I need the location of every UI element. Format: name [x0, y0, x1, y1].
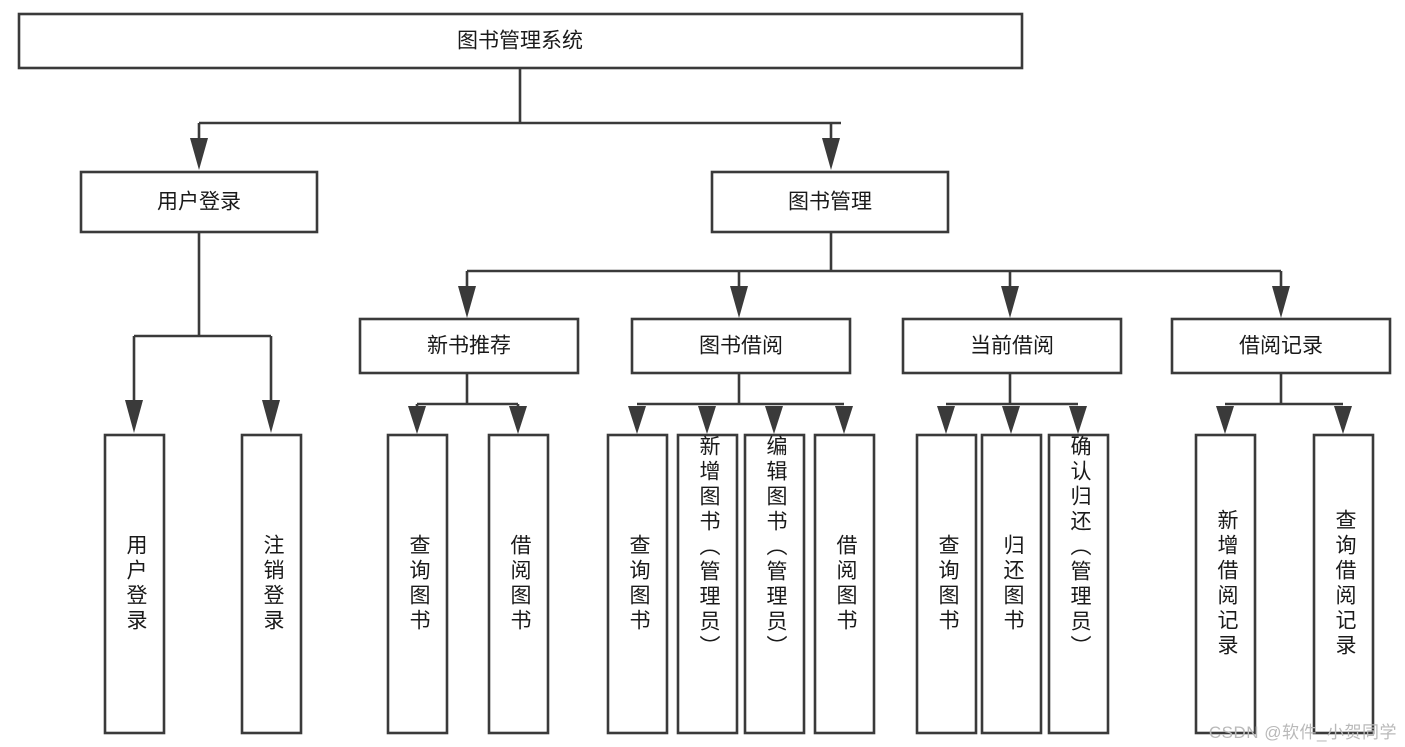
node-current-borrow-box[interactable] [901, 317, 1123, 375]
node-user-login[interactable]: 用户登录 [79, 170, 319, 234]
leaf-box-current-borrow-3[interactable] [1047, 433, 1110, 735]
leaf-box-borrow-record-2[interactable] [1312, 433, 1375, 735]
node-book-management-label: 图书管理 [788, 191, 872, 214]
arrow-newbook-leaf-1 [408, 406, 426, 434]
leaf-box-current-borrow-1[interactable] [915, 433, 978, 735]
arrow-record-leaf-1 [1216, 406, 1234, 434]
arrow-bookmgmt-child-2 [730, 286, 748, 318]
arrow-userlogin-leaf-2 [262, 400, 280, 433]
node-user-login-label: 用户登录 [157, 191, 241, 214]
arrow-userlogin-leaf-1 [125, 400, 143, 433]
node-current-borrow[interactable]: 当前借阅 [901, 317, 1123, 375]
leaf-box-user-login-1[interactable] [103, 433, 166, 735]
node-new-book-recommend[interactable]: 新书推荐 [358, 317, 580, 375]
node-book-borrow-label: 图书借阅 [699, 335, 783, 358]
arrow-newbook-leaf-2 [509, 406, 527, 434]
edge-layer [125, 68, 1352, 434]
leaf-box-borrow-record-1[interactable] [1194, 433, 1257, 735]
node-new-book-recommend-box[interactable] [358, 317, 580, 375]
leaf-box-book-borrow-2[interactable] [676, 433, 739, 735]
node-borrow-record-box[interactable] [1170, 317, 1392, 375]
node-root[interactable]: 图书管理系统 [17, 12, 1024, 70]
arrow-root-to-bookmgmt [822, 138, 840, 170]
node-book-borrow-box[interactable] [630, 317, 852, 375]
node-borrow-record-label: 借阅记录 [1239, 335, 1323, 358]
leaf-box-new-book-2[interactable] [487, 433, 550, 735]
arrow-current-leaf-3 [1069, 406, 1087, 434]
arrow-record-leaf-2 [1334, 406, 1352, 434]
arrow-borrow-leaf-3 [765, 406, 783, 434]
arrow-current-leaf-1 [937, 406, 955, 434]
node-user-login-box[interactable] [79, 170, 319, 234]
node-book-borrow[interactable]: 图书借阅 [630, 317, 852, 375]
node-book-management-box[interactable] [710, 170, 950, 234]
leaf-box-new-book-1[interactable] [386, 433, 449, 735]
node-book-management[interactable]: 图书管理 [710, 170, 950, 234]
node-new-book-recommend-label: 新书推荐 [427, 335, 511, 358]
node-root-box[interactable] [17, 12, 1024, 70]
leaf-box-current-borrow-2[interactable] [980, 433, 1043, 735]
arrow-borrow-leaf-1 [628, 406, 646, 434]
arrow-bookmgmt-child-3 [1001, 286, 1019, 318]
leaf-box-book-borrow-1[interactable] [606, 433, 669, 735]
node-root-label: 图书管理系统 [457, 30, 583, 53]
csdn-watermark: CSDN @软件_小贺同学 [1208, 723, 1397, 742]
node-layer: 图书管理系统 用户登录 图书管理 新书推荐 图书借阅 当前 [17, 12, 1392, 735]
arrow-bookmgmt-child-4 [1272, 286, 1290, 318]
arrow-bookmgmt-child-1 [458, 286, 476, 318]
leaf-box-book-borrow-4[interactable] [813, 433, 876, 735]
arrow-root-to-userlogin [190, 138, 208, 170]
node-borrow-record[interactable]: 借阅记录 [1170, 317, 1392, 375]
node-current-borrow-label: 当前借阅 [970, 335, 1054, 358]
leaf-box-user-login-2[interactable] [240, 433, 303, 735]
leaf-box-book-borrow-3[interactable] [743, 433, 806, 735]
arrow-borrow-leaf-2 [698, 406, 716, 434]
arrow-current-leaf-2 [1002, 406, 1020, 434]
arrow-borrow-leaf-4 [835, 406, 853, 434]
